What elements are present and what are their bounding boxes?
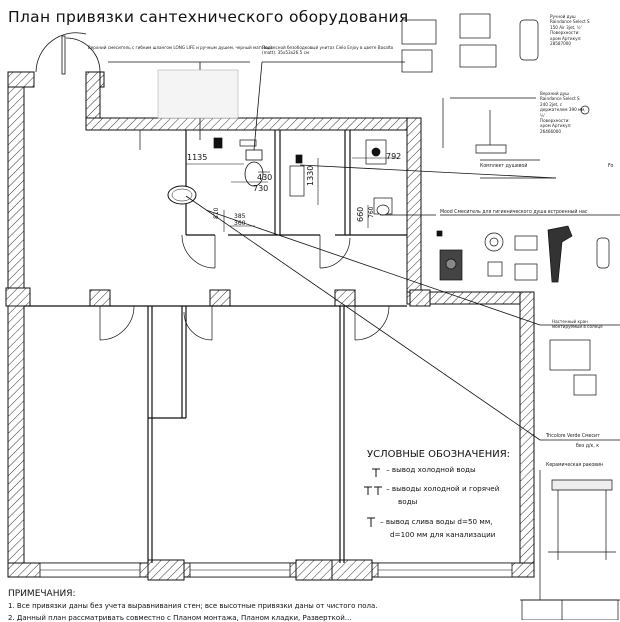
product-thumbnails (157, 69, 616, 560)
callout-shower-set: Комплект душевой (480, 163, 528, 169)
callout-hygienic-mixer: Mood Смеситель для гигиенического душа в… (440, 209, 588, 215)
callout-tricolore-sub: без д/к, к (576, 443, 600, 449)
dimension-label: 385 (234, 213, 246, 220)
legend-symbols (364, 468, 382, 527)
dimension-label: 660 (356, 206, 365, 222)
door-swing (99, 130, 390, 341)
callout-hand-shower: Ручной душ Raindance Select S 150 Air 3j… (550, 15, 590, 48)
legend-item: воды (398, 497, 418, 506)
legend-item: – вывод слива воды d=50 мм, (380, 517, 493, 526)
callout-cut: Fo (608, 163, 614, 169)
callout-ceramic-sink: Керамическая раковин (546, 462, 604, 468)
legend-title: УСЛОВНЫЕ ОБОЗНАЧЕНИЯ: (367, 449, 511, 460)
dimension-label: 730 (253, 184, 269, 193)
callout-toilet: Подвесной безободковый унитаз Cielo Enjo… (262, 46, 394, 57)
callout-top-shower: Верхний душ Raindance Select S 240 2jet,… (540, 92, 586, 135)
dimension-lines (186, 157, 398, 232)
dimension-label: 1135 (187, 153, 208, 162)
dimension-label: 430 (257, 173, 273, 182)
legend-item: d=100 мм для канализации (390, 530, 496, 539)
catalogue-sheet (401, 13, 620, 620)
dimension-label: 792 (386, 152, 402, 161)
dimension-label: 760 (368, 206, 375, 218)
callout-wall-mount: Настенный кран монтируемый в солнце (552, 320, 603, 331)
callout-mixer: Верхний смеситель с гибким шлангом LONG … (87, 46, 272, 51)
page-title: План привязки сантехнического оборудован… (8, 8, 409, 26)
dimension-label: 360 (234, 220, 246, 227)
dimension-label: 1330 (306, 165, 315, 186)
note-item: 1. Все привязки даны без учета выравнива… (8, 602, 378, 610)
notes-title: ПРИМЕЧАНИЯ: (8, 589, 76, 599)
sink (167, 185, 197, 205)
note-item: 2. Данный план рассматривать совместно с… (8, 614, 352, 622)
legend-item: – выводы холодной и горячей (386, 484, 500, 493)
wall-hatched (5, 71, 535, 581)
dimension-label: 810 (213, 207, 220, 219)
legend-item: – вывод холодной воды (386, 465, 476, 474)
interior-walls (24, 130, 407, 563)
entry-door (35, 32, 101, 75)
callout-tricolore: Tricolore Verde Смесит (546, 433, 600, 439)
fixtures (213, 137, 393, 216)
